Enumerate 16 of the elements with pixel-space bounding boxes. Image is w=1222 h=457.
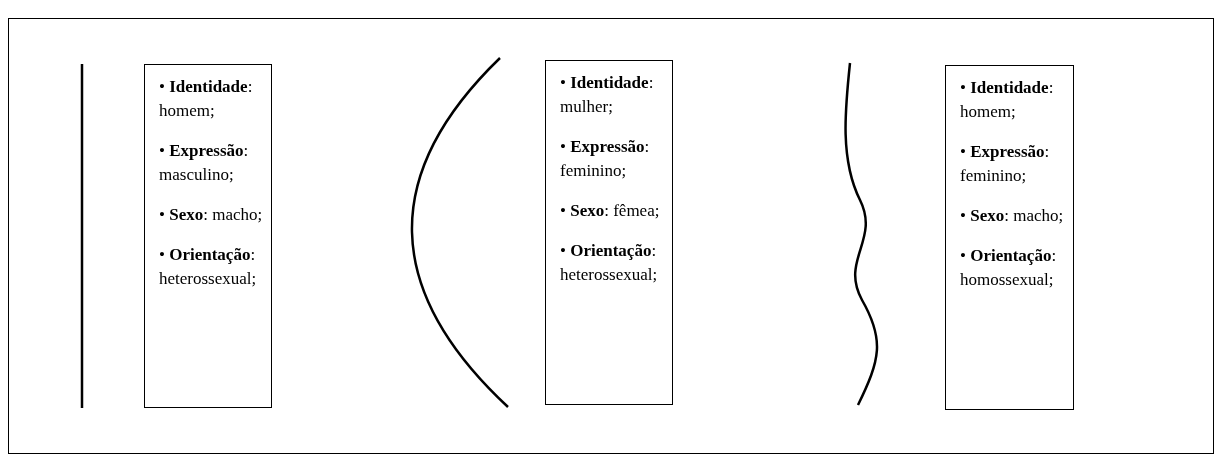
- attribute-text: • Sexo: macho;: [960, 205, 1065, 227]
- attribute-text: • Expressão: feminino;: [560, 136, 651, 182]
- attribute-text: • Orientação: heterossexual;: [159, 244, 258, 290]
- figure-frame: [8, 18, 1214, 454]
- attribute-text: • Orientação: homossexual;: [960, 245, 1058, 291]
- attribute-text: • Sexo: macho;: [159, 204, 264, 226]
- text-box: [545, 60, 673, 405]
- attribute-text: • Orientação: heterossexual;: [560, 240, 659, 286]
- text-box: [144, 64, 272, 408]
- attribute-text: • Sexo: fêmea;: [560, 200, 661, 222]
- attribute-text: • Expressão: masculino;: [159, 140, 250, 186]
- attribute-text: • Identidade: homem;: [159, 76, 254, 122]
- attribute-text: • Identidade: mulher;: [560, 72, 655, 118]
- text-box: [945, 65, 1074, 410]
- attribute-text: • Expressão: feminino;: [960, 141, 1051, 187]
- attribute-text: • Identidade: homem;: [960, 77, 1055, 123]
